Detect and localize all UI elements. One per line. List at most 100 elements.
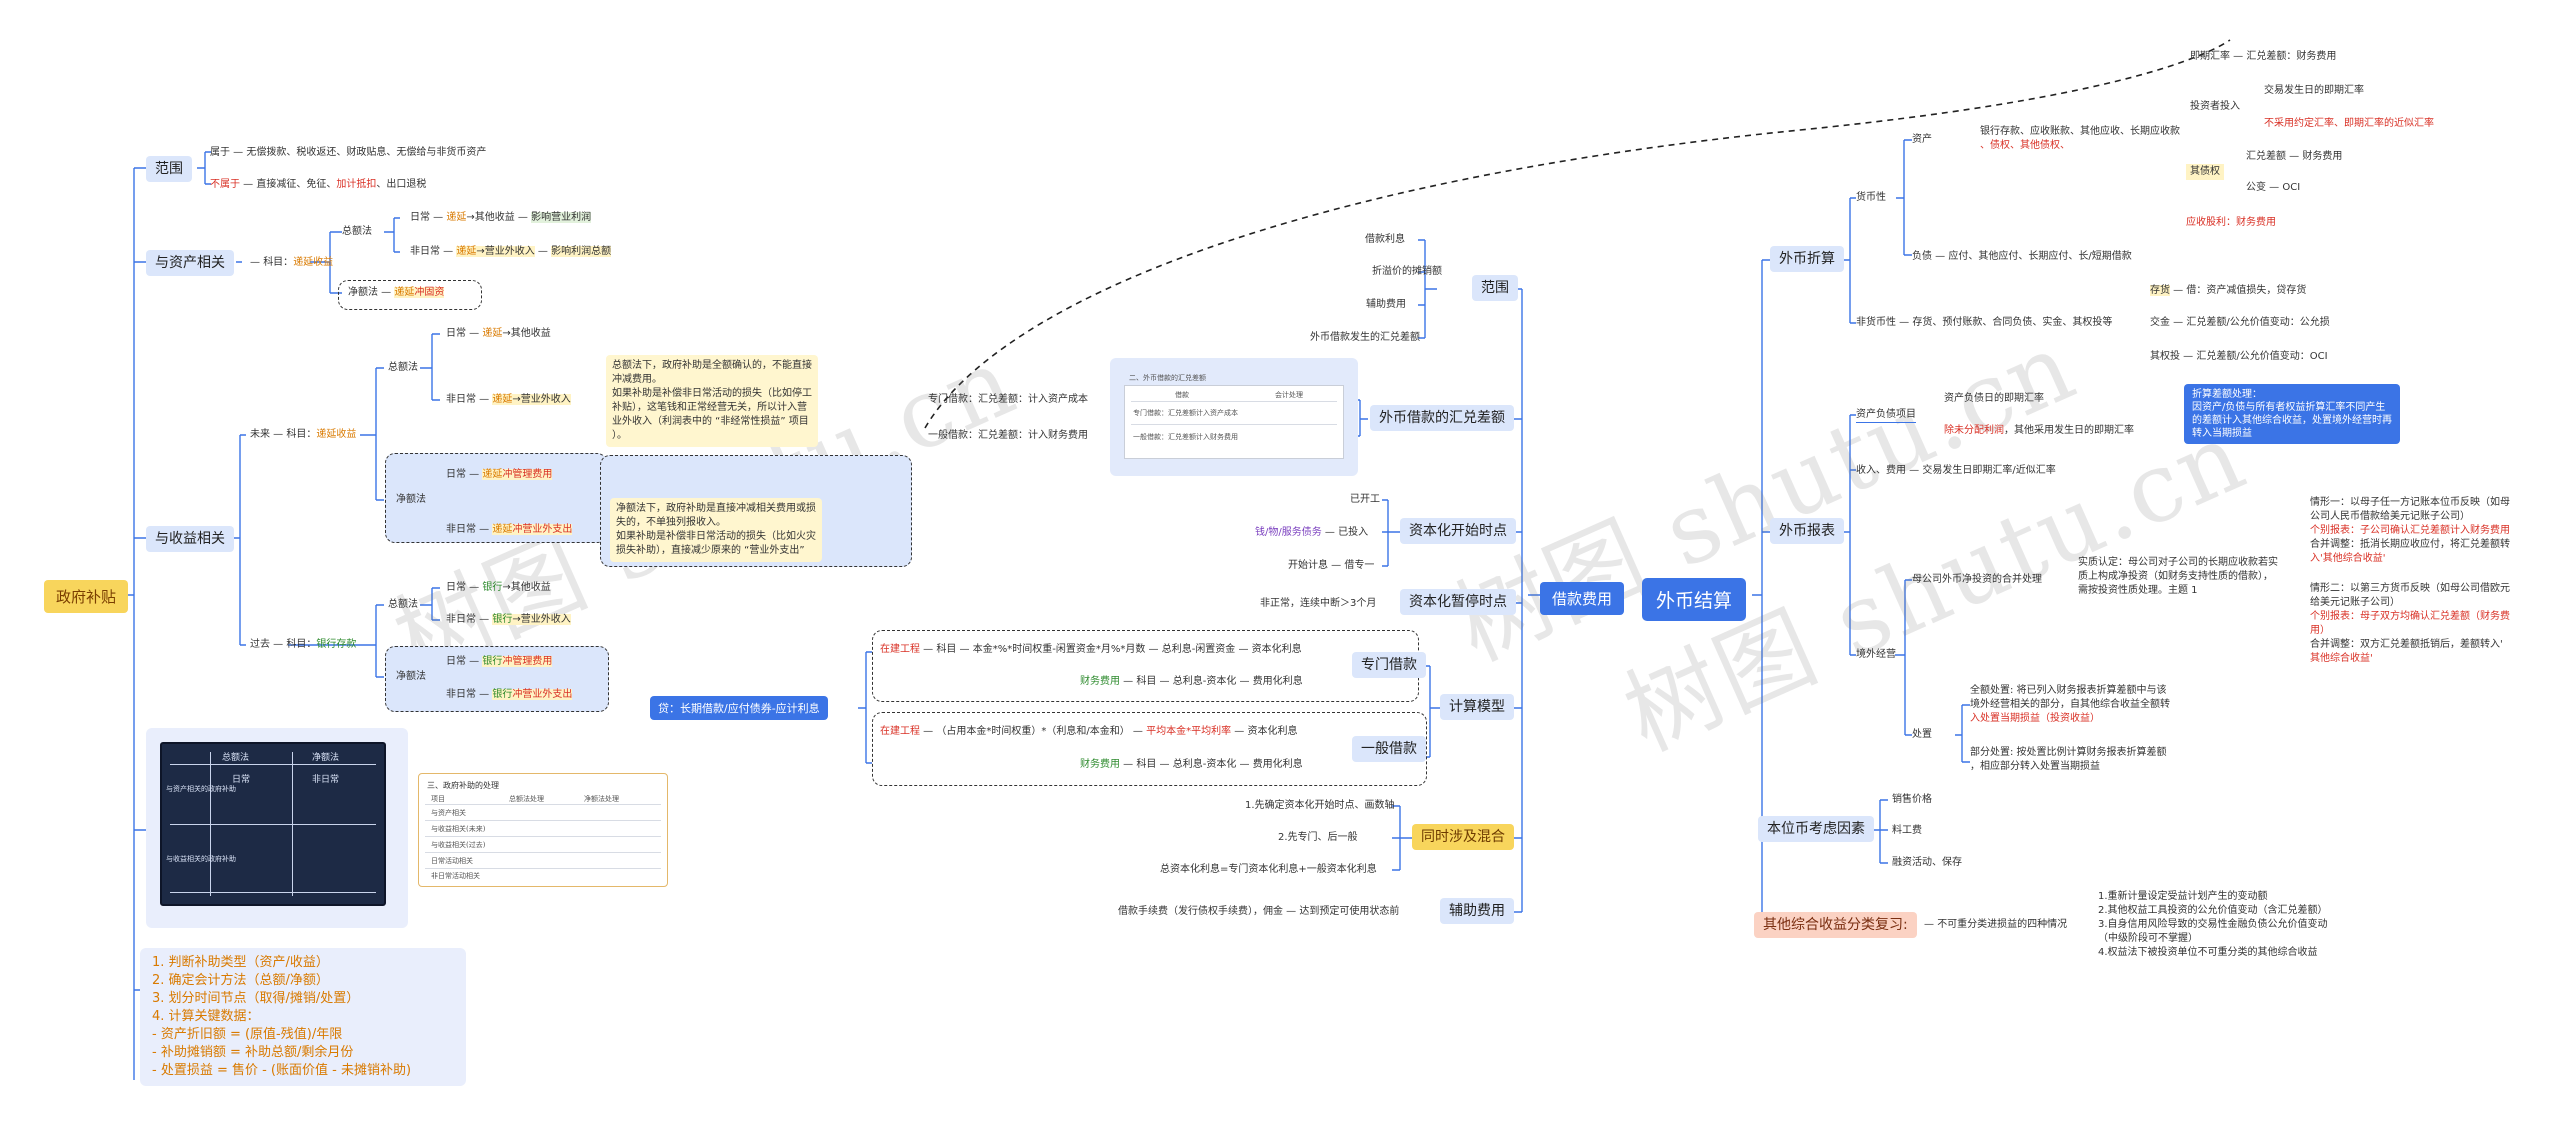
gov-income-past: 过去 — 科目：银行存款 [250, 639, 357, 650]
borrow-general-row1: 在建工程 — （占用本金*时间权重）*（利息和/本金和） — 平均本金*平均利率… [880, 726, 1298, 737]
borrow-start-node[interactable]: 资本化开始时点 [1400, 518, 1516, 544]
forex-liab: 负债 — 应付、其他应付、长期应付、长/短期借款 [1912, 251, 2132, 262]
borrow-general-box [872, 712, 1427, 786]
borrow-start-c: 开始计息 — 借专一 [1288, 560, 1375, 571]
fx-table-header: 会计处理 [1275, 391, 1303, 399]
forex-oci-label: — 不可重分类进损益的四种情况 [1924, 919, 2068, 930]
gov-income-past-net-daily: 日常 — 银行冲管理费用 [446, 656, 553, 667]
borrow-general-node[interactable]: 一般借款 [1352, 736, 1426, 762]
gov-asset-subject: — 科目：递延收益 [250, 257, 334, 268]
borrow-aux-node[interactable]: 辅助费用 [1440, 898, 1514, 924]
forex-inventory: 存货 — 借：资产减值损失，贷存货 [2150, 285, 2307, 296]
forex-other-debt: 其债权 [2186, 164, 2224, 180]
gov-scope-node[interactable]: 范围 [146, 156, 192, 182]
forex-oci-items: 1.重新计量设定受益计划产生的变动额 2.其他权益工具投资的公允价值变动（含汇兑… [2098, 891, 2328, 958]
sheet-row: 日常活动相关 [431, 857, 473, 865]
forex-root[interactable]: 外币结算 [1642, 578, 1747, 621]
forex-disp1: 全额处置: 将已列入财务报表折算差额中与该境外经营相关的部分，自其他综合收益全额… [1970, 685, 2170, 724]
forex-case2: 情形二：以第三方货币反映（如母公司借欧元 给美元记账子公司） 个别报表：母子双方… [2310, 583, 2510, 664]
borrow-start-a: 已开工 [1350, 494, 1380, 505]
forex-base-item: 销售价格 [1892, 794, 1932, 805]
sheet-row: 与收益相关(未来) [431, 825, 486, 833]
forex-div: 应收股利：财务费用 [2186, 217, 2276, 228]
board-label: 净额法 [312, 753, 340, 763]
forex-invest-in: 投资者投入 [2190, 101, 2240, 112]
board-label: 与资产相关的政府补助 [166, 785, 236, 793]
gov-income-daily: 日常 — 递延→其他收益 [446, 328, 551, 339]
forex-invest-v1: 交易发生日的即期汇率 [2264, 85, 2364, 96]
borrow-root[interactable]: 借款费用 [1540, 582, 1625, 615]
forex-income: 收入、费用 — 交易发生日即期汇率/近似汇率 [1856, 465, 2056, 476]
gov-income-past-gross: 总额法 [388, 599, 418, 610]
sheet-header: 净额法处理 [584, 795, 619, 803]
forex-dispose: 处置 [1912, 729, 1932, 740]
forex-assets-list: 银行存款、应收账款、其他应收、长期应收款 、债权、其他债权、 [1980, 126, 2180, 151]
gov-income-nondaily: 非日常 — 递延→营业外收入 [446, 394, 571, 405]
forex-al-v1: 资产负债日的即期汇率 [1944, 393, 2044, 404]
gov-asset-daily: 日常 — 递延→其他收益 — 影响营业利润 [410, 212, 592, 223]
borrow-trunk [1521, 289, 1540, 912]
forex-equity: 其权投 — 汇兑差额/公允价值变动：OCI [2150, 351, 2328, 362]
gov-income-note-gross: 总额法下，政府补助是全额确认的，不能直接冲减费用。如果补助是补偿非日常活动的损失… [606, 355, 818, 447]
board-label: 日常 [232, 775, 251, 785]
gov-income-net-daily: 日常 — 递延冲管理费用 [446, 469, 553, 480]
forex-base-node[interactable]: 本位币考虑因素 [1758, 816, 1874, 842]
gov-root[interactable]: 政府补贴 [44, 580, 129, 613]
borrow-general-row2: 财务费用 — 科目 — 总利息-资本化 — 费用化利息 [1080, 759, 1303, 770]
borrow-mixed-item: 2.先专门、后一般 [1278, 832, 1358, 843]
gov-income-past-net: 净额法 [396, 671, 426, 682]
borrow-scope-item: 辅助费用 [1366, 299, 1406, 310]
gov-asset-node[interactable]: 与资产相关 [146, 250, 234, 276]
forex-al-v2: 除未分配利润，其他采用发生日的即期汇率 [1944, 425, 2134, 436]
borrow-special-row2: 财务费用 — 科目 — 总利息-资本化 — 费用化利息 [1080, 676, 1303, 687]
borrow-pause-node[interactable]: 资本化暂停时点 [1400, 589, 1516, 615]
borrow-fx-table: 二、外币借款的汇兑差额 借款 会计处理 专门借款：汇兑差额计入资产成本 一般借款… [1124, 374, 1344, 459]
borrow-mixed-item: 1.先确定资本化开始时点、画数轴 [1245, 800, 1395, 811]
gov-income-future: 未来 — 科目：递延收益 [250, 429, 357, 440]
gov-income-net: 净额法 [396, 494, 426, 505]
borrow-special-node[interactable]: 专门借款 [1352, 652, 1426, 678]
gov-asset-nondaily: 非日常 — 递延→营业外收入 — 影响利润总额 [410, 246, 612, 257]
forex-report-node[interactable]: 外币报表 [1770, 518, 1844, 544]
borrow-special-box [872, 630, 1419, 702]
forex-assets: 资产 [1912, 134, 1932, 145]
sheet-header: 总额法处理 [509, 795, 544, 803]
forex-oci-node[interactable]: 其他综合收益分类复习: [1754, 912, 1917, 938]
fx-table-row: 一般借款：汇兑差额计入财务费用 [1133, 433, 1238, 441]
borrow-special-row1: 在建工程 — 科目 — 本金*%*时间权重-闲置资金*月%*月数 — 总利息-闲… [880, 644, 1302, 655]
gov-trunk [128, 168, 135, 1080]
gov-income-past-nondaily: 非日常 — 银行→营业外收入 [446, 614, 571, 625]
forex-diff: 汇兑差额 — 财务费用 [2246, 151, 2343, 162]
borrow-calc-node[interactable]: 计算模型 [1440, 694, 1514, 720]
gov-scope-belong: 属于 — 无偿拨款、税收返还、财政贴息、无偿给与非货币资产 [210, 147, 487, 158]
borrow-fx-node[interactable]: 外币借款的汇兑差额 [1370, 405, 1514, 431]
forex-trunk [1752, 260, 1763, 925]
forex-nonmonetary: 非货币性 — 存货、预付账款、合同负债、实金、其权投等 [1856, 317, 2113, 328]
borrow-loan-node[interactable]: 贷：长期借款/应付债券-应计利息 [650, 696, 828, 720]
forex-fair: 公变 — OCI [2246, 182, 2301, 193]
borrow-mixed-node[interactable]: 同时涉及混合 [1412, 824, 1514, 850]
forex-translate-node[interactable]: 外币折算 [1770, 246, 1844, 272]
forex-consol: 母公司外币净投资的合并处理 [1912, 574, 2042, 585]
board-label: 总额法 [222, 753, 250, 763]
forex-al: 资产负债项目 [1856, 408, 1916, 423]
gov-steps-panel: 1. 判断补助类型（资产/收益）2. 确定会计方法（总额/净额）3. 划分时间节… [140, 948, 466, 1086]
board-label: 与收益相关的政府补助 [166, 855, 236, 863]
sheet-row: 与收益相关(过去) [431, 841, 486, 849]
gov-asset-net: 净额法 — 递延冲固资 [348, 287, 445, 298]
borrow-scope-item: 借款利息 [1365, 234, 1405, 245]
fx-table-header: 借款 [1175, 391, 1189, 399]
gov-income-node[interactable]: 与收益相关 [146, 526, 234, 552]
fx-table-row: 专门借款：汇兑差额计入资产成本 [1133, 409, 1238, 417]
sheet-row: 非日常活动相关 [431, 872, 480, 880]
gov-asset-net-box [338, 280, 482, 310]
gov-income-past-net-nondaily: 非日常 — 银行冲营业外支出 [446, 689, 573, 700]
forex-al-note: 折算差额处理： 因资产/负债与所有者权益折算汇率不同产生 的差额计入其他综合收益… [2184, 384, 2400, 444]
borrow-start-b: 钱/物/服务债务 — 已投入 [1255, 527, 1369, 538]
gov-scope-notbelong: 不属于 — 直接减征、免征、加计抵扣、出口退税 [210, 179, 427, 190]
gov-asset-gross: 总额法 [342, 226, 372, 237]
borrow-pause-v: 非正常，连续中断＞3个月 [1260, 598, 1377, 609]
borrow-scope-node[interactable]: 范围 [1472, 275, 1518, 301]
sheet-header: 项目 [431, 795, 445, 803]
borrow-mixed-item: 总资本化利息=专门资本化利息+一般资本化利息 [1160, 864, 1377, 875]
